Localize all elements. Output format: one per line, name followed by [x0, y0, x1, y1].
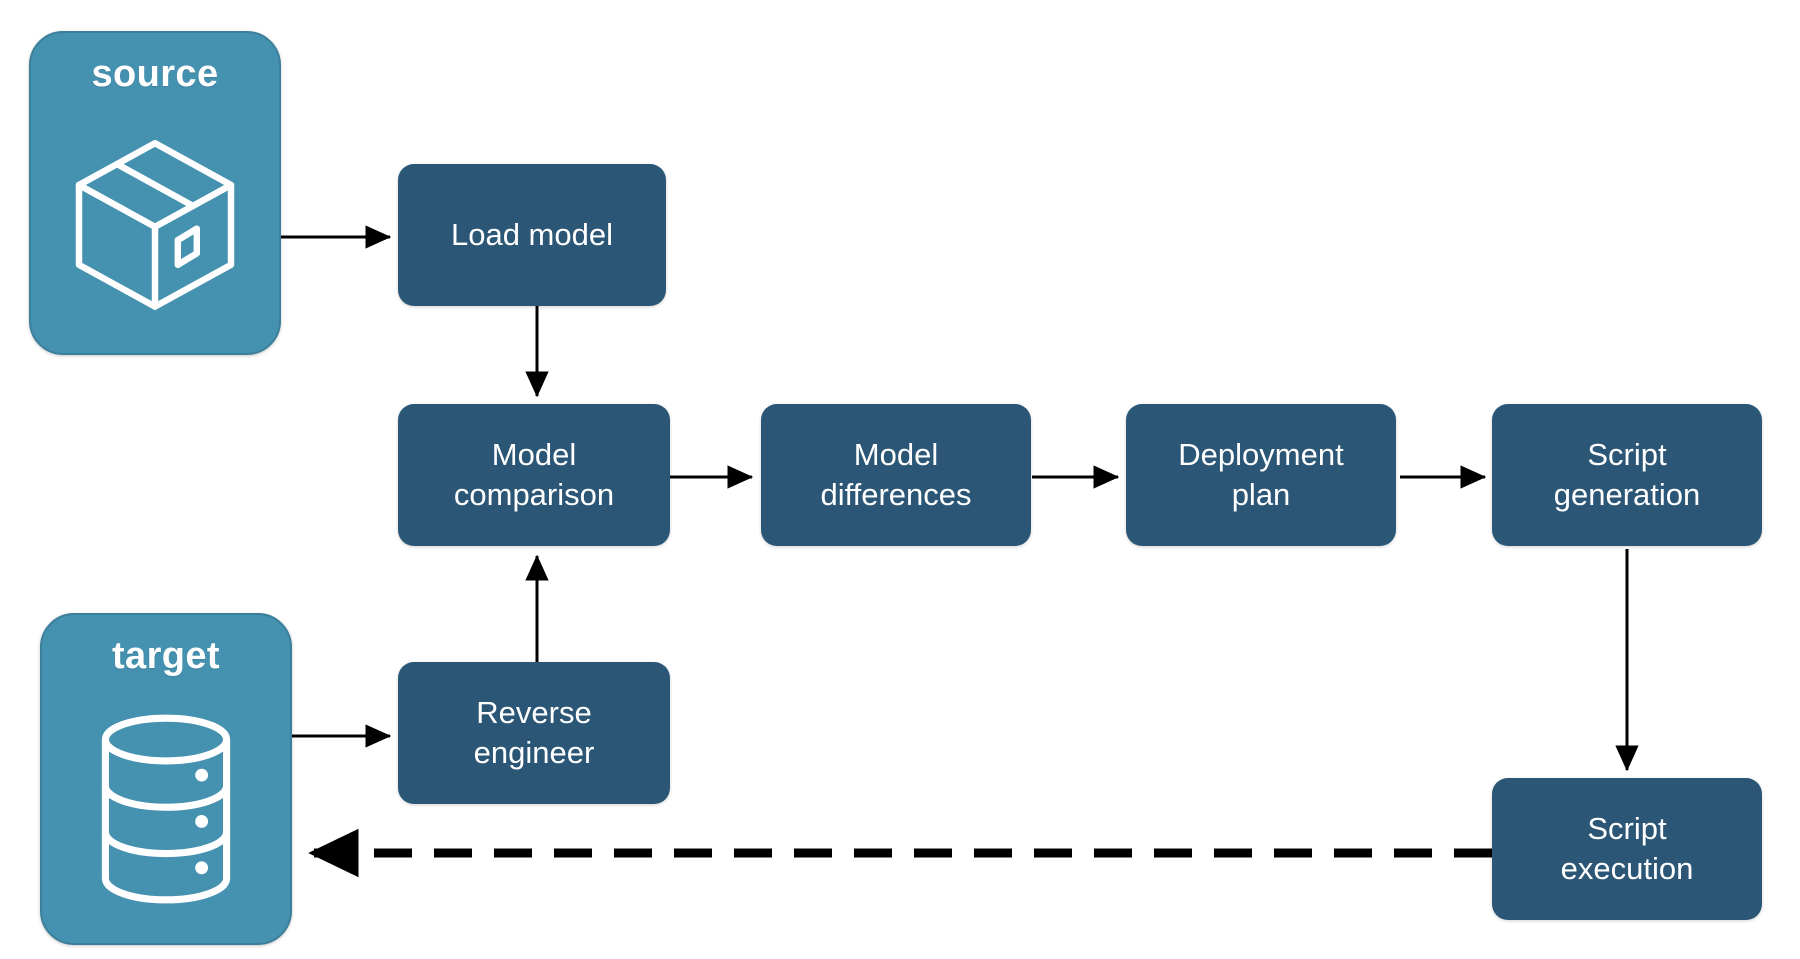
node-script-execution[interactable]: Script execution: [1492, 778, 1762, 920]
endpoint-target[interactable]: target: [40, 613, 292, 945]
node-model-differences[interactable]: Model differences: [761, 404, 1031, 546]
node-reverse-engineer[interactable]: Reverse engineer: [398, 662, 670, 804]
endpoint-source[interactable]: source: [29, 31, 281, 355]
endpoint-target-label: target: [112, 635, 220, 677]
node-model-differences-label: Model differences: [820, 437, 972, 512]
node-deployment-plan[interactable]: Deployment plan: [1126, 404, 1396, 546]
endpoint-source-label: source: [91, 53, 219, 95]
node-deployment-plan-label: Deployment plan: [1178, 437, 1344, 512]
database-cylinder-icon: [42, 675, 290, 943]
node-model-comparison[interactable]: Model comparison: [398, 404, 670, 546]
node-script-execution-label: Script execution: [1560, 811, 1694, 886]
node-model-comparison-label: Model comparison: [453, 437, 615, 512]
node-script-generation[interactable]: Script generation: [1492, 404, 1762, 546]
package-box-icon: [31, 93, 279, 353]
node-reverse-engineer-label: Reverse engineer: [473, 695, 595, 770]
node-script-generation-label: Script generation: [1553, 437, 1701, 512]
node-load-model[interactable]: Load model: [398, 164, 666, 306]
node-load-model-label: Load model: [450, 217, 613, 253]
